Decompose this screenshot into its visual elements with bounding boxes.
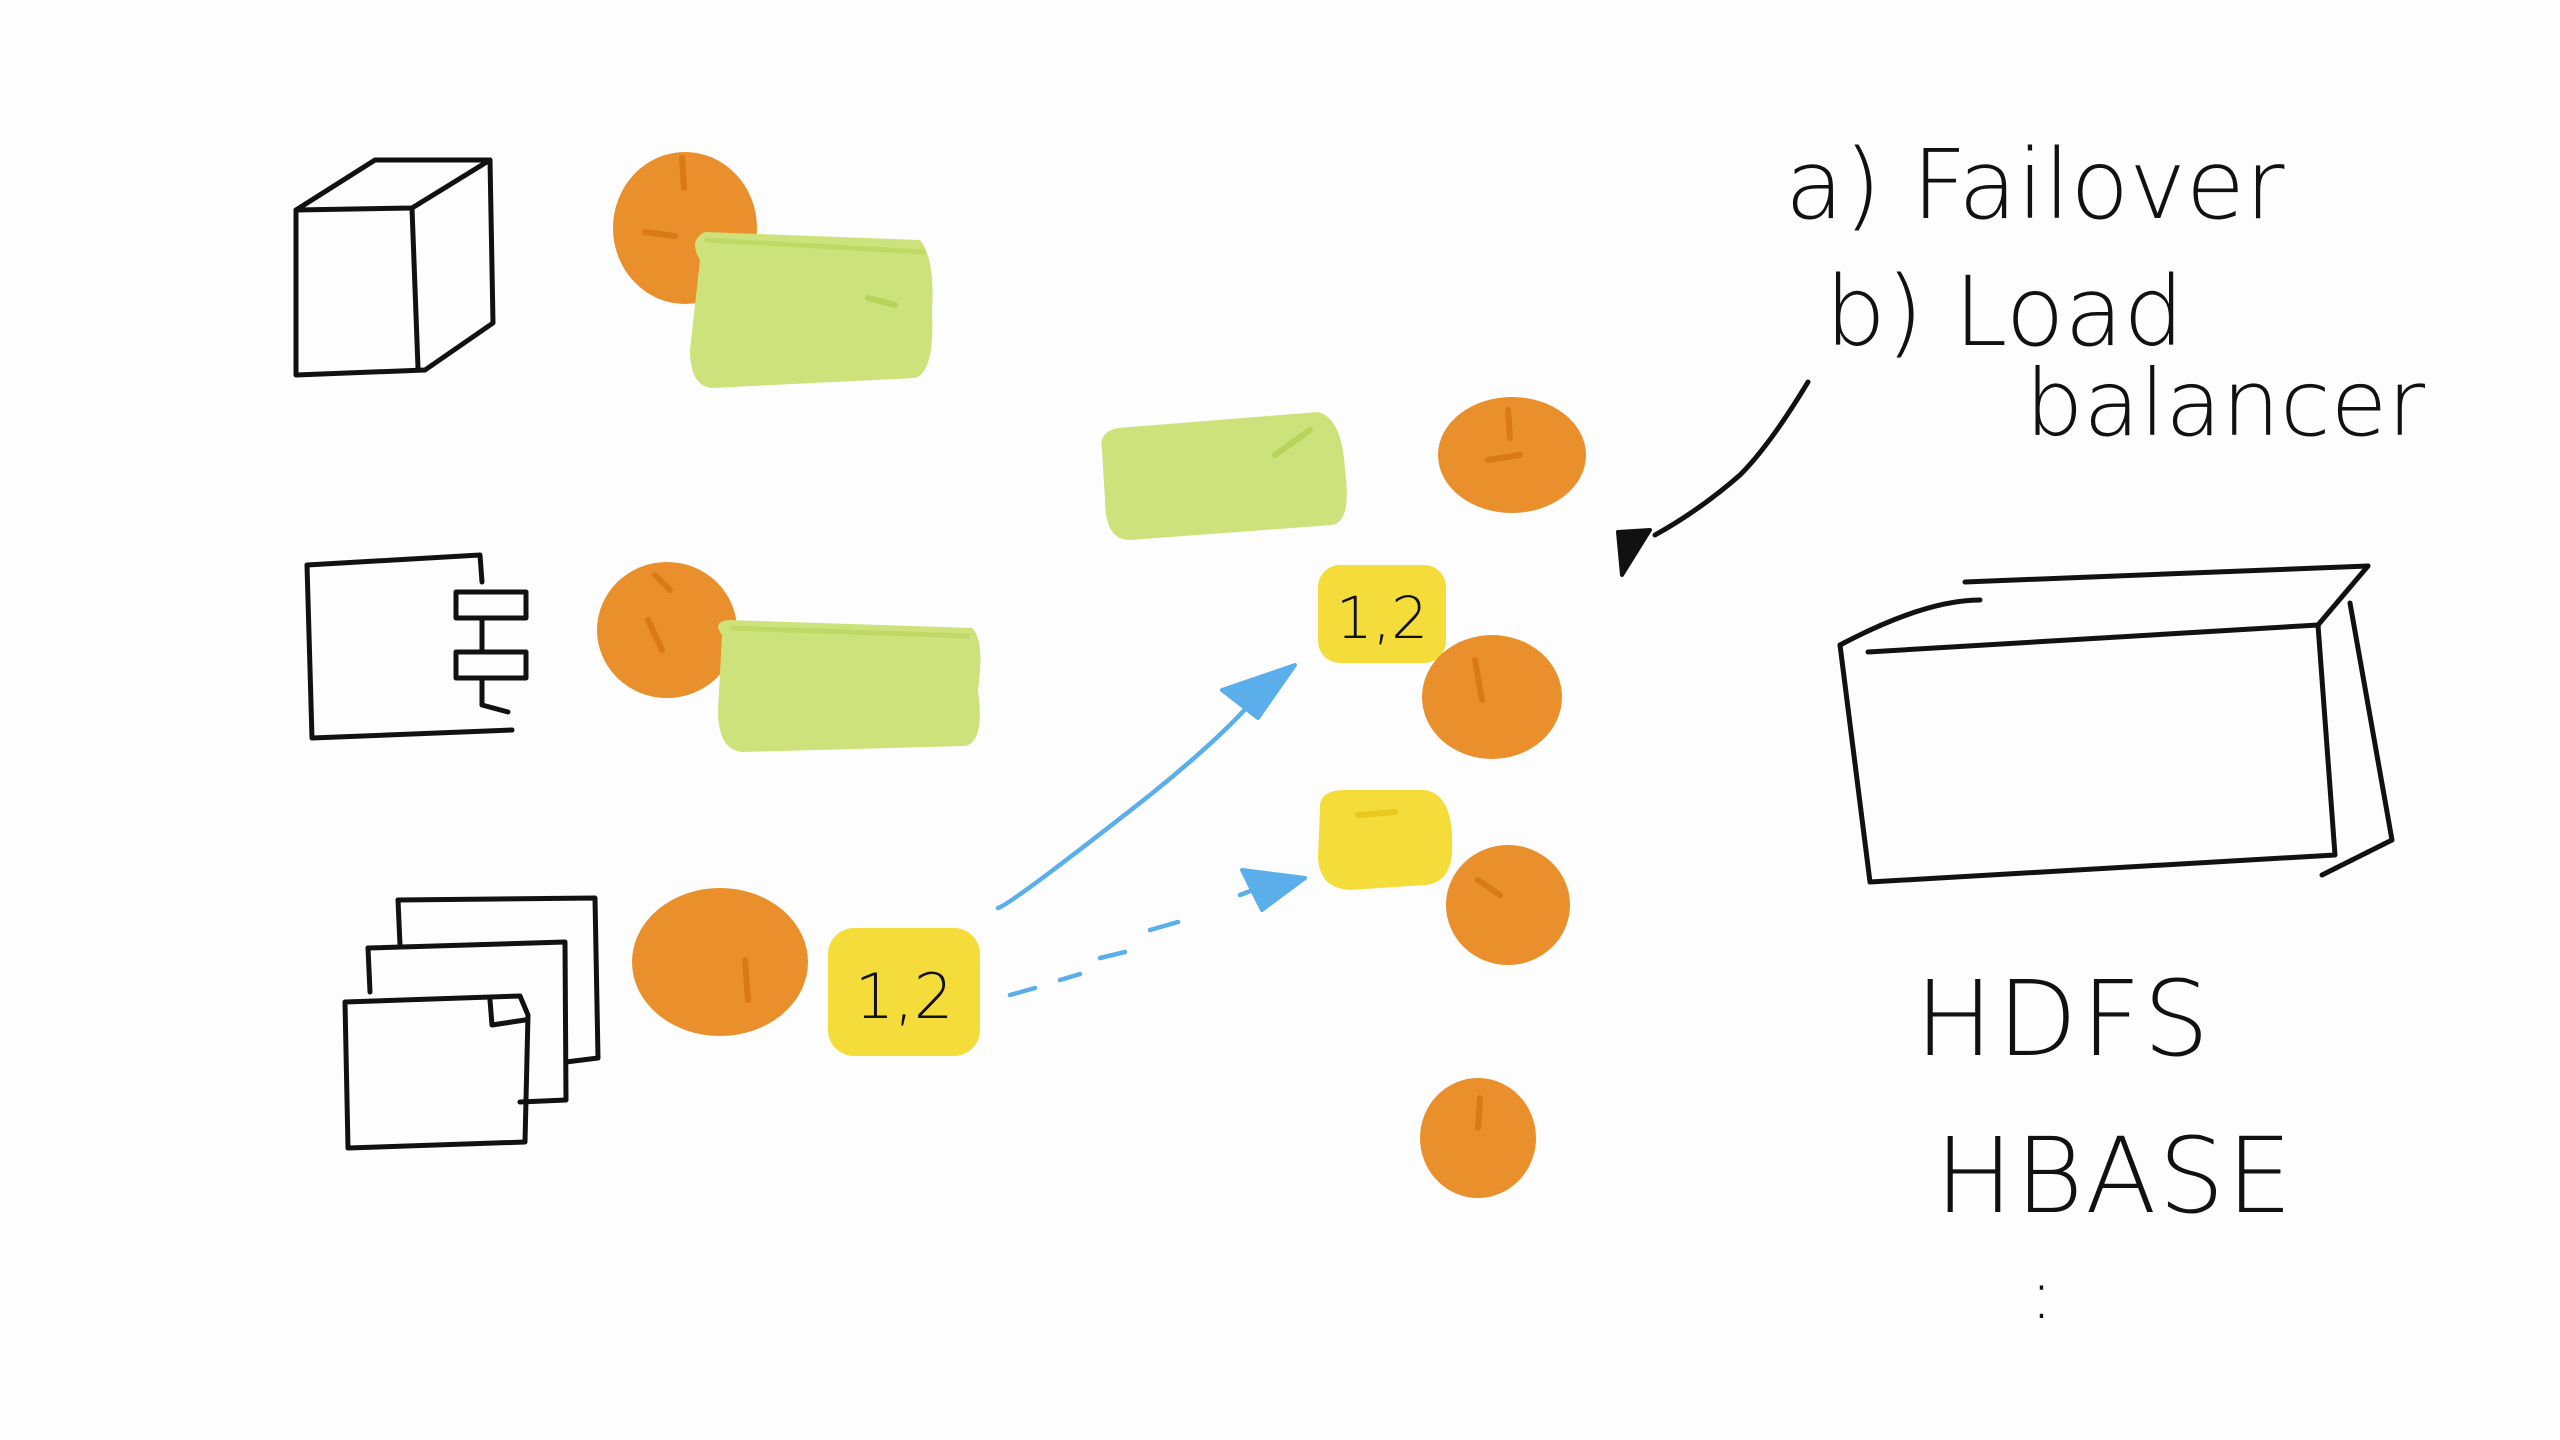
tile-label-left: 1,2: [855, 960, 954, 1033]
arrow-dashed-blue: [1007, 868, 1307, 998]
note-balancer: balancer: [2025, 350, 2425, 457]
database-box-icon: [1837, 563, 2395, 885]
orange-node-left-3: [632, 888, 808, 1036]
orange-node-left-2: [597, 562, 737, 698]
note-failover: a) Failover: [1785, 129, 2285, 241]
storage-more: :: [2030, 1256, 2053, 1335]
yellow-tile-middle: 1,2: [1318, 565, 1446, 663]
note-load: b) Load: [1825, 256, 2184, 368]
green-block-left-1: [690, 232, 933, 388]
green-block-middle: [1101, 412, 1347, 540]
orange-node-middle-4: [1420, 1078, 1536, 1198]
orange-node-middle-3: [1446, 845, 1570, 965]
stacked-documents-icon: [342, 895, 601, 1151]
yellow-tile-lower: [1318, 790, 1453, 890]
storage-hbase: HBASE: [1935, 1115, 2294, 1237]
arrow-black: [1616, 379, 1811, 577]
green-block-left-2: [718, 620, 981, 752]
orange-node-middle-2: [1422, 635, 1562, 759]
tile-label-middle: 1,2: [1336, 584, 1428, 652]
storage-hdfs: HDFS: [1915, 958, 2213, 1080]
cube-icon: [293, 157, 496, 378]
arrow-solid-blue: [995, 663, 1297, 911]
component-icon: [304, 552, 529, 741]
yellow-tile-left: 1,2: [828, 928, 980, 1056]
orange-node-middle-1: [1438, 397, 1586, 513]
